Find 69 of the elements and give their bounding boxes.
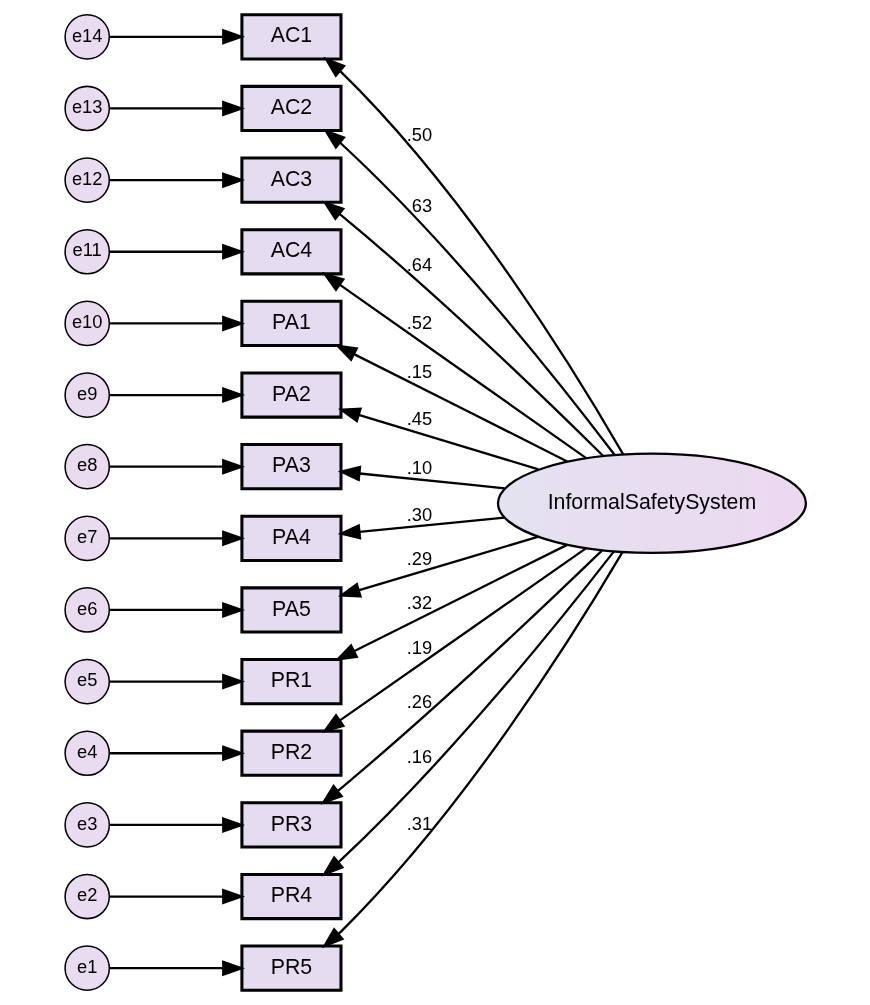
edge-label: .10 [406, 456, 432, 478]
arrow [337, 465, 505, 490]
edge-label: .16 [406, 746, 432, 768]
edge-label: .64 [406, 253, 432, 275]
arrow [322, 56, 624, 455]
arrow [109, 816, 245, 833]
arrow [109, 745, 245, 762]
arrow [109, 530, 245, 547]
node-box: PR2 [239, 729, 342, 777]
node-box: PA5 [239, 586, 342, 634]
arrow [321, 547, 587, 734]
arrow [109, 28, 245, 45]
edge-label: .26 [406, 691, 432, 713]
node-circle: e4 [63, 730, 110, 777]
node-circle: e14 [63, 13, 110, 60]
arrow [321, 272, 587, 460]
node-circle: e2 [63, 873, 110, 920]
arrow [109, 100, 245, 117]
arrow [322, 128, 615, 456]
arrow [109, 673, 245, 690]
arrow [321, 200, 604, 457]
arrow [337, 535, 538, 598]
node-box: PR4 [239, 872, 342, 921]
arrow [320, 549, 603, 805]
arrow [321, 551, 623, 949]
arrow [109, 172, 245, 189]
node-box: AC3 [239, 156, 342, 204]
node-box: PR5 [239, 944, 342, 992]
node-circle: e8 [63, 443, 110, 490]
arrow [337, 516, 504, 540]
node-circle: e6 [63, 587, 110, 633]
node-box: AC2 [239, 84, 342, 133]
node-circle: e7 [63, 515, 110, 562]
node-circle: e10 [63, 300, 110, 347]
node-circle: e3 [63, 802, 110, 848]
arrow [109, 458, 245, 475]
node-ellipse: InformalSafetySystem [496, 452, 807, 554]
edge-label: .30 [406, 503, 432, 525]
edge-label: .32 [406, 592, 432, 614]
node-box: PA4 [239, 514, 342, 562]
node-circle: e12 [63, 157, 110, 203]
node-box: PA1 [239, 299, 342, 348]
node-circle: e5 [63, 658, 110, 705]
edge-label: .31 [406, 813, 432, 835]
node-circle: e9 [63, 372, 110, 418]
node-box: AC1 [239, 13, 342, 61]
edge-label: .15 [406, 360, 432, 382]
arrow [109, 315, 245, 332]
node-box: PR1 [239, 657, 342, 706]
node-box: AC4 [239, 228, 342, 276]
edge-label: .19 [406, 636, 432, 658]
node-box: PA3 [239, 443, 342, 491]
edge-label: .52 [406, 311, 432, 333]
node-circle: e13 [63, 85, 110, 132]
node-circle: e1 [63, 945, 110, 992]
node-box: PA2 [239, 371, 342, 419]
node-circle: e11 [63, 228, 110, 275]
arrow [109, 387, 245, 404]
arrow [109, 601, 245, 618]
arrow [109, 888, 245, 905]
edge-label: .45 [406, 407, 432, 429]
edge-label: .63 [406, 194, 432, 216]
arrow [109, 960, 245, 977]
arrow [337, 407, 539, 471]
edge-label: .50 [406, 124, 432, 146]
edge-label: .29 [406, 548, 432, 570]
arrow [109, 243, 245, 260]
arrow [321, 550, 615, 877]
node-box: PR3 [239, 801, 342, 849]
